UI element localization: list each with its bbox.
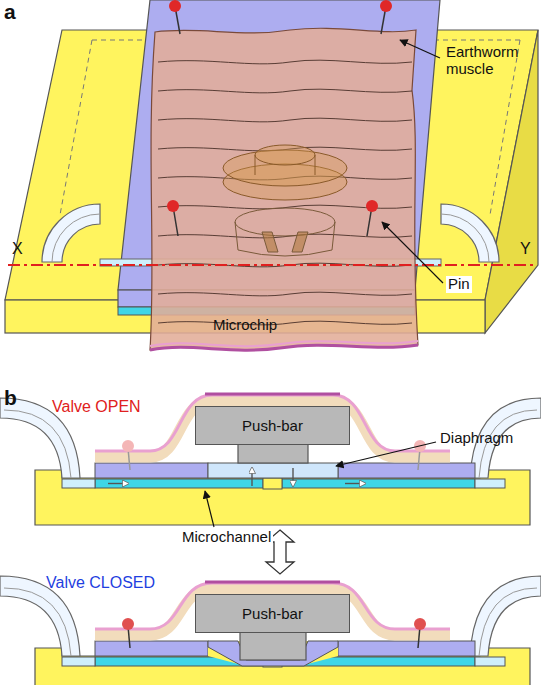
leader-line — [400, 40, 440, 58]
chip-label-band: Microchip — [5, 315, 485, 334]
node-text: Push-bar — [242, 417, 303, 434]
tube-wall — [441, 214, 489, 262]
part-label: Diaphragm — [440, 430, 513, 447]
part-label: Earthworm muscle — [446, 44, 536, 77]
muscle-edge — [150, 345, 418, 350]
push-bar-stem — [240, 632, 306, 660]
muscle-top — [205, 393, 340, 396]
part-label: Microchannel — [180, 529, 273, 546]
push-bar-box: Push-bar — [195, 406, 350, 445]
earthworm-muscle — [150, 28, 418, 350]
muscle-striations — [158, 60, 412, 325]
section-end: X — [12, 240, 23, 258]
section-base — [0, 398, 541, 525]
striation — [158, 60, 412, 64]
panel-letter: a — [4, 0, 16, 23]
hidden-edge — [60, 40, 92, 215]
push-bar-box: Push-bar — [195, 594, 350, 633]
pins — [167, 0, 392, 236]
state-label: Valve CLOSED — [46, 574, 155, 592]
valve-closed — [0, 576, 541, 685]
striation — [158, 292, 412, 296]
muscle-layer — [95, 401, 450, 457]
muscle-layer — [95, 395, 450, 451]
striation — [158, 321, 412, 325]
muscle-edge — [150, 341, 418, 346]
leader-line — [205, 491, 214, 527]
flow-arrows — [108, 468, 365, 486]
node-text: Push-bar — [242, 605, 303, 622]
section-line — [8, 264, 533, 266]
leader-line — [336, 442, 436, 466]
section-base — [0, 576, 541, 685]
tube-wall — [52, 214, 100, 262]
diaphragm-outline — [235, 208, 335, 256]
port-tube — [42, 204, 100, 262]
part-label: Pin — [446, 276, 472, 293]
panel-a — [5, 0, 538, 350]
hidden-edge — [490, 40, 520, 215]
striation — [158, 118, 412, 122]
section-end: Y — [520, 240, 531, 258]
state-label: Valve OPEN — [52, 398, 141, 416]
panel-letter: b — [4, 386, 17, 409]
push-bar-outline — [223, 145, 347, 200]
diaphragm — [208, 463, 338, 478]
striation — [158, 89, 412, 93]
push-bar-stem — [238, 444, 308, 463]
port-tube — [441, 204, 499, 262]
leader-line — [382, 222, 443, 283]
node-text: Microchip — [213, 316, 277, 333]
valve-open — [0, 394, 541, 527]
muscle-top — [205, 581, 340, 584]
